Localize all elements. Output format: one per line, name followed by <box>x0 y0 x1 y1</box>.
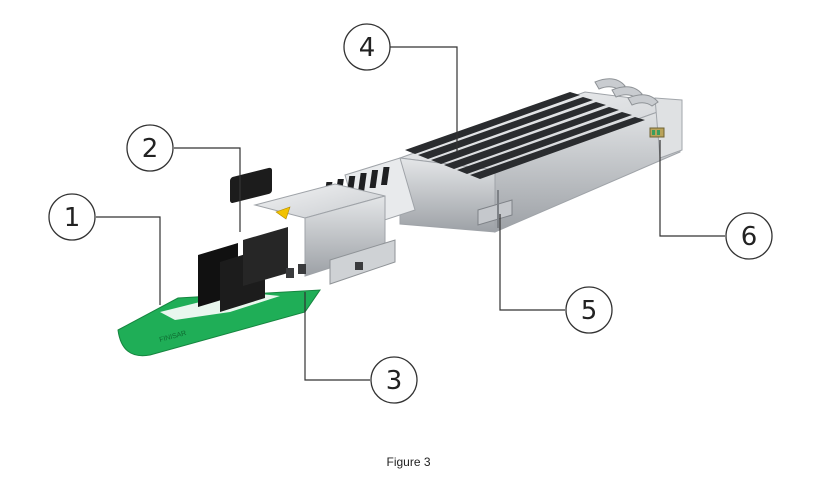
duplex-connector <box>198 167 306 312</box>
callout-6-number: 6 <box>741 222 758 252</box>
callout-2-number: 2 <box>142 134 159 164</box>
leader-line-1 <box>96 216 161 305</box>
callout-4-number: 4 <box>359 33 376 63</box>
callout-3: 3 <box>370 356 418 404</box>
callout-5-number: 5 <box>581 296 598 326</box>
callout-5: 5 <box>565 286 613 334</box>
callout-1: 1 <box>48 193 96 241</box>
leader-line-2 <box>174 147 241 232</box>
callout-3-number: 3 <box>386 366 403 396</box>
module-nose <box>253 183 396 285</box>
heatsink-fins <box>405 78 659 179</box>
leader-line-5 <box>499 214 565 311</box>
leader-line-3 <box>304 292 370 381</box>
leader-line-4 <box>390 46 458 152</box>
callout-2: 2 <box>126 124 174 172</box>
callout-1-number: 1 <box>64 203 81 233</box>
edge-connector <box>649 127 665 138</box>
leader-line-6 <box>659 140 725 237</box>
leader-lines <box>96 46 725 381</box>
figure-caption: Figure 3 <box>386 455 431 469</box>
callout-6: 6 <box>725 212 773 260</box>
latch-release <box>477 190 513 228</box>
callout-4: 4 <box>343 23 391 71</box>
